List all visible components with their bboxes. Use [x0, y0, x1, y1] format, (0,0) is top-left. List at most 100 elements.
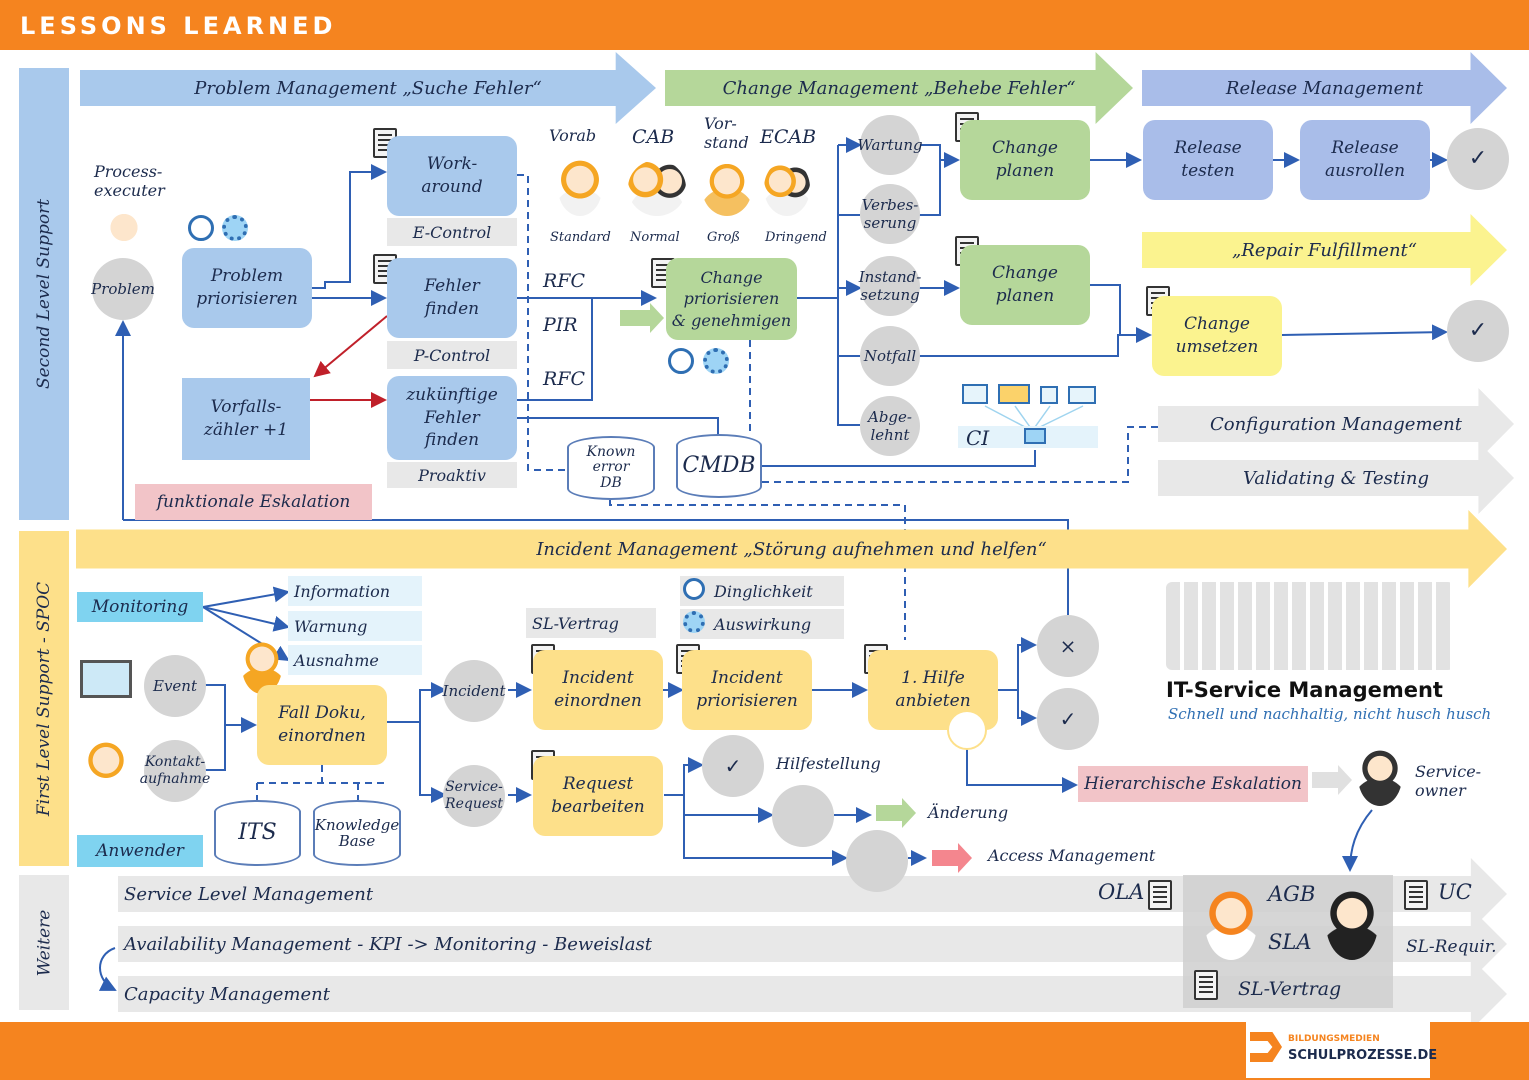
- incident-priorisieren-box[interactable]: Incident priorisieren: [682, 650, 812, 730]
- fall-doku-box[interactable]: Fall Doku, einordnen: [257, 685, 387, 765]
- standard-avatar: [558, 160, 602, 216]
- known-error-db[interactable]: Known error DB: [567, 436, 655, 500]
- problem-priorisieren-box[interactable]: Problem priorisieren: [182, 248, 312, 328]
- section-second-level: Second Level Support: [19, 68, 69, 520]
- auswirkung-tag: Auswirkung: [680, 609, 844, 639]
- normal-avatar: [628, 160, 686, 216]
- hierarchische-eskalation-label: Hierarchische Eskalation: [1078, 766, 1308, 802]
- anwender-avatar: [84, 740, 128, 798]
- access-circle: [846, 830, 908, 892]
- process-executer-avatar: [104, 210, 144, 260]
- dringend-avatar: [764, 160, 810, 216]
- cab-label: CAB: [632, 126, 675, 148]
- event-circle[interactable]: Event: [144, 655, 206, 717]
- ausnahme-label: Ausnahme: [288, 645, 422, 675]
- hardware-icon: [962, 384, 988, 404]
- request-bearbeiten-box[interactable]: Request bearbeiten: [533, 756, 663, 836]
- warnung-label: Warnung: [288, 611, 422, 641]
- wartung-circle[interactable]: Wartung: [857, 115, 923, 175]
- its-database[interactable]: ITS: [214, 800, 301, 866]
- change-priorisieren-box[interactable]: Change priorisieren & genehmigen: [666, 258, 797, 340]
- abgelehnt-circle[interactable]: Abge- lehnt: [860, 396, 920, 456]
- document-icon: [1148, 880, 1172, 910]
- funktionale-eskalation-label: funktionale Eskalation: [135, 484, 372, 520]
- release-testen-box[interactable]: Release testen: [1143, 120, 1273, 200]
- dringend-label: Dringend: [765, 230, 827, 245]
- it-infrastructure-illustration: [1166, 582, 1454, 670]
- gear-icon: [222, 215, 248, 241]
- release-check-circle: ✓: [1447, 128, 1509, 190]
- clock-icon: [683, 578, 705, 600]
- aenderung-circle: [772, 785, 834, 847]
- problem-circle[interactable]: Problem: [91, 258, 155, 320]
- incident-einordnen-box[interactable]: Incident einordnen: [533, 650, 663, 730]
- fehler-finden-box[interactable]: Fehler finden: [387, 258, 517, 338]
- brand-logo[interactable]: BILDUNGSMEDIEN SCHULPROZESSE.DE: [1246, 1022, 1437, 1078]
- header-bar: LESSONS LEARNED: [0, 0, 1529, 50]
- document-icon: [1194, 970, 1218, 1000]
- dringlichkeit-tag: Dinglichkeit: [680, 576, 844, 606]
- service-owner-label: Service- owner: [1415, 762, 1482, 801]
- page-title: LESSONS LEARNED: [20, 12, 337, 40]
- standard-label: Standard: [550, 230, 611, 245]
- change-planen-box-1[interactable]: Change planen: [960, 120, 1090, 200]
- section-first-level: First Level Support - SPOC: [19, 531, 69, 866]
- pir-label: PIR: [543, 314, 578, 336]
- information-label: Information: [288, 576, 422, 606]
- section-weitere: Weitere: [19, 875, 69, 1010]
- access-management-label: Access Management: [988, 846, 1156, 865]
- itsm-title: IT-Service Management: [1166, 678, 1443, 702]
- vorfallszaehler-box[interactable]: Vorfalls- zähler +1: [182, 378, 310, 460]
- hilfestellung-check-circle: ✓: [702, 735, 764, 797]
- close-icon: ×: [1037, 615, 1099, 677]
- incident-check-circle: ✓: [1037, 688, 1099, 750]
- release-ausrollen-box[interactable]: Release ausrollen: [1300, 120, 1430, 200]
- p-control-tag: P-Control: [387, 341, 517, 369]
- monitoring-label: Monitoring: [77, 592, 203, 622]
- provider-avatar: [1326, 888, 1378, 960]
- chip-icon: [1040, 386, 1058, 404]
- agb-label: AGB: [1268, 882, 1316, 906]
- sl-requirements-label: SL-Requir.: [1406, 937, 1497, 957]
- zukuenftige-fehler-box[interactable]: zukünftige Fehler finden: [387, 376, 517, 460]
- knowledge-base-database[interactable]: Knowledge Base: [313, 800, 401, 866]
- instandsetzung-circle[interactable]: Instand- setzung: [859, 256, 921, 316]
- itsm-subtitle: Schnell und nachhaltig, nicht husch husc…: [1168, 705, 1492, 723]
- sl-vertrag-label: SL-Vertrag: [1238, 978, 1342, 1000]
- gear-icon: [683, 611, 705, 633]
- clock-icon: [188, 215, 214, 241]
- ecab-label: ECAB: [760, 126, 817, 148]
- rfc-label-2: RFC: [543, 368, 586, 390]
- brand-bottom-text: SCHULPROZESSE.DE: [1288, 1048, 1438, 1063]
- ci-label: CI: [966, 426, 990, 450]
- document-icon: [1404, 880, 1428, 910]
- ola-label: OLA: [1098, 880, 1145, 904]
- brand-top-text: BILDUNGSMEDIEN: [1288, 1034, 1380, 1044]
- workaround-box[interactable]: Work- around: [387, 136, 517, 216]
- device-icon: [1068, 386, 1096, 404]
- change-umsetzen-box[interactable]: Change umsetzen: [1152, 296, 1282, 376]
- network-icon: [998, 384, 1030, 404]
- clock-icon: [668, 348, 694, 374]
- e-control-tag: E-Control: [387, 218, 517, 246]
- incident-circle[interactable]: Incident: [443, 660, 505, 722]
- service-owner-avatar: [1358, 748, 1402, 806]
- brand-mark-icon: [1250, 1032, 1282, 1062]
- flash-icon: [947, 710, 987, 750]
- verbesserung-circle[interactable]: Verbes- serung: [860, 184, 920, 244]
- normal-label: Normal: [630, 230, 680, 245]
- customer-avatar: [1205, 888, 1257, 960]
- computer-icon: [1024, 428, 1046, 444]
- kontaktaufnahme-circle[interactable]: Kontakt- aufnahme: [140, 740, 210, 802]
- sl-vertrag-tag: SL-Vertrag: [526, 608, 656, 638]
- notfall-circle[interactable]: Notfall: [860, 326, 920, 386]
- monitor-icon: [80, 660, 132, 698]
- hilfestellung-label: Hilfestellung: [776, 754, 881, 773]
- change-planen-box-2[interactable]: Change planen: [960, 245, 1090, 325]
- aenderung-label: Änderung: [928, 803, 1009, 822]
- cmdb-database[interactable]: CMDB: [676, 434, 762, 498]
- rfc-label: RFC: [543, 270, 586, 292]
- proaktiv-tag: Proaktiv: [387, 462, 517, 488]
- service-request-circle[interactable]: Service- Request: [443, 765, 505, 827]
